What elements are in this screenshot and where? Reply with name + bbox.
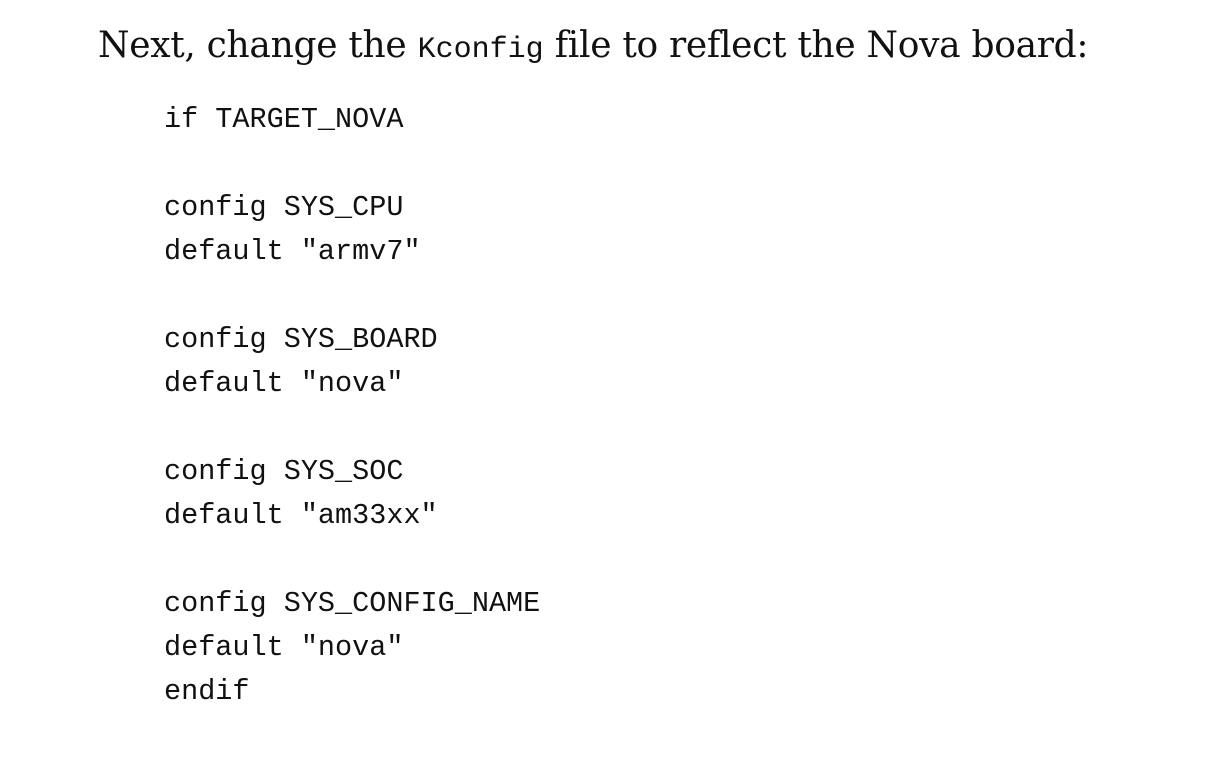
code-line: config SYS_CONFIG_NAME (164, 587, 541, 620)
inline-code-kconfig: Kconfig (417, 33, 544, 67)
code-line (164, 538, 540, 582)
code-line: default "am33xx" (164, 499, 438, 532)
code-line (164, 406, 540, 450)
code-line: config SYS_CPU (164, 191, 404, 224)
code-line: default "armv7" (164, 235, 421, 268)
code-line: config SYS_SOC (164, 455, 404, 488)
code-line: config SYS_BOARD (164, 323, 438, 356)
code-line: if TARGET_NOVA (164, 103, 404, 136)
code-line: default "nova" (164, 367, 404, 400)
intro-text-after: file to reflect the Nova board: (543, 25, 1089, 66)
code-line (164, 142, 540, 186)
intro-paragraph: Next, change the Kconfig file to reflect… (98, 22, 1089, 74)
code-line: endif (164, 675, 250, 708)
code-line (164, 274, 540, 318)
code-line: default "nova" (164, 631, 404, 664)
intro-text-before: Next, change the (98, 25, 418, 66)
